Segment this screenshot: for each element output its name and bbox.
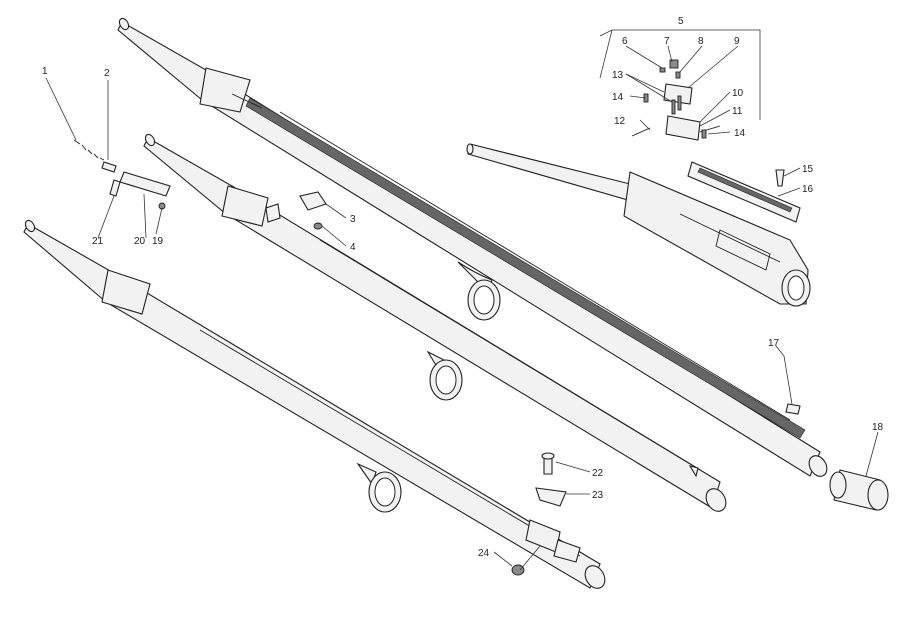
callout-9: 9 — [734, 36, 740, 47]
callout-7: 7 — [664, 36, 670, 47]
rail-part-16 — [687, 161, 801, 223]
leader-lines — [45, 29, 879, 571]
part-23 — [535, 487, 567, 507]
callout-19: 19 — [152, 236, 164, 247]
nut-part-24 — [511, 564, 525, 576]
pin-part-2 — [101, 161, 117, 173]
part-4 — [313, 222, 323, 230]
callout-1: 1 — [42, 66, 48, 77]
plate-part-20 — [119, 171, 171, 197]
barrel-top-with-rib — [117, 17, 828, 477]
screw-part-15 — [775, 169, 785, 187]
choke-tube-part-18 — [829, 469, 889, 511]
sight-assembly-part-5 — [631, 59, 721, 141]
callout-22: 22 — [592, 468, 604, 479]
callout-14b: 14 — [734, 128, 746, 139]
callout-10: 10 — [732, 88, 744, 99]
callout-6: 6 — [622, 36, 628, 47]
callout-3: 3 — [350, 214, 356, 225]
callout-24: 24 — [478, 548, 490, 559]
callout-23: 23 — [592, 490, 604, 501]
callout-13: 13 — [612, 70, 624, 81]
callout-labels: 1 2 3 4 5 6 7 8 9 10 11 12 13 14 14 15 1… — [42, 16, 884, 559]
receiver-assembly — [466, 143, 811, 307]
callout-5: 5 — [678, 16, 684, 27]
callout-4: 4 — [350, 242, 356, 253]
part-3 — [299, 191, 327, 211]
barrel-middle — [143, 133, 727, 512]
callout-11: 11 — [732, 106, 743, 117]
callout-12: 12 — [614, 116, 626, 127]
spring-part-1 — [73, 139, 105, 161]
barrel-bottom — [23, 219, 606, 589]
callout-16: 16 — [802, 184, 814, 195]
callout-17: 17 — [768, 338, 780, 349]
callout-18: 18 — [872, 422, 884, 433]
pin-part-21 — [109, 179, 121, 197]
callout-20: 20 — [134, 236, 146, 247]
part-22 — [541, 452, 555, 475]
callout-15: 15 — [802, 164, 814, 175]
callout-8: 8 — [698, 36, 704, 47]
callout-14a: 14 — [612, 92, 624, 103]
callout-21: 21 — [92, 236, 104, 247]
callout-2: 2 — [104, 68, 110, 79]
part-17 — [785, 403, 801, 415]
